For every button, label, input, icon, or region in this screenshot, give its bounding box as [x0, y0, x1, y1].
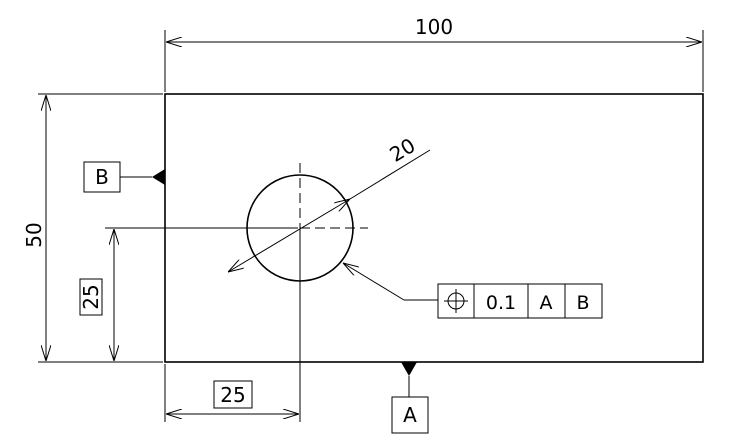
diameter-dimension-label: 20 — [385, 133, 419, 167]
fcf-tolerance: 0.1 — [486, 292, 516, 314]
hole-y-basic-box — [79, 278, 103, 316]
diameter-dimension: 20 — [228, 133, 431, 272]
fcf-leader — [343, 263, 438, 301]
hole-x-dimension: 25 — [164, 230, 301, 422]
height-dimension-label: 50 — [22, 222, 46, 247]
datum-a-label: A — [403, 403, 417, 427]
datum-b-symbol: B — [83, 161, 165, 193]
height-dimension: 50 — [22, 93, 163, 363]
position-icon — [444, 289, 468, 313]
datum-a-box — [391, 396, 429, 434]
fcf-secondary-datum: B — [576, 292, 589, 314]
width-dimension-label: 100 — [415, 15, 453, 39]
hole-y-dimension: 25 — [79, 227, 298, 361]
datum-b-triangle — [152, 169, 165, 185]
datum-a-triangle — [401, 362, 417, 376]
hole-y-basic-label: 25 — [79, 284, 103, 309]
datum-b-label: B — [95, 165, 109, 189]
hole-x-basic-box — [213, 380, 253, 409]
fcf-primary-datum: A — [540, 292, 553, 314]
feature-control-frame: 0.1 A B — [437, 283, 603, 319]
hole-x-basic-label: 25 — [220, 383, 245, 407]
datum-a-symbol: A — [391, 362, 429, 434]
width-dimension: 100 — [164, 15, 704, 92]
